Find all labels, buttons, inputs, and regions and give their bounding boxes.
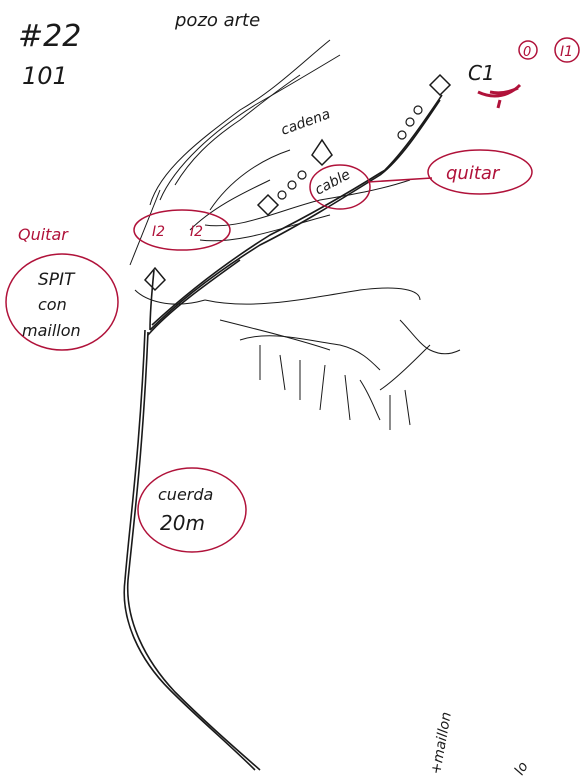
anchor-cable-mid (258, 195, 278, 215)
spit-note-line1: SPIT (38, 270, 76, 290)
label-maillon-bottom: +maillon (428, 711, 455, 776)
rock-wall (130, 40, 460, 430)
spit-note-line3: maillon (22, 321, 81, 340)
quitar-pointer (368, 178, 432, 182)
sketch-title: pozo arte (174, 10, 260, 31)
label-cadena: cadena (279, 106, 333, 139)
rope-system (124, 95, 442, 770)
label-quitar-right: quitar (446, 163, 501, 184)
spit-note-line2: con (38, 295, 67, 314)
cuerda-note-circle (138, 468, 246, 552)
cuerda-note-line1: cuerda (158, 485, 213, 504)
sketch-code: 101 (22, 62, 68, 90)
label-bottom-fragment: lo (512, 759, 532, 778)
cuerda-note-line2: 20m (160, 511, 205, 535)
c1-red-scribble (478, 85, 520, 108)
anchor-chain-top (312, 140, 332, 165)
label-c1: C1 (468, 61, 495, 85)
spit-rings-circle (134, 210, 230, 250)
c1-ring-label: I1 (560, 44, 573, 60)
spit-ring-a: I2 (152, 224, 165, 240)
label-quitar-left: Quitar (18, 225, 69, 244)
spit-ring-b: I2 (190, 224, 203, 240)
anchor-spit (145, 268, 165, 290)
sketch-number: #22 (18, 19, 81, 54)
anchor-c1 (430, 75, 450, 95)
c1-bolt-label: 0 (523, 45, 531, 60)
